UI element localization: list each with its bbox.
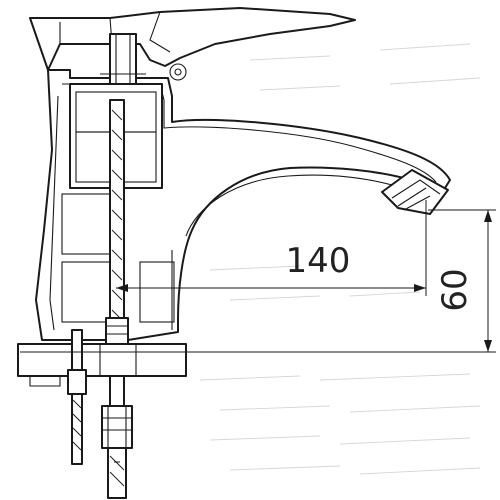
- dimension-140: 140: [116, 200, 427, 296]
- pull-rod: [67, 329, 87, 465]
- drain-rod: [109, 99, 125, 333]
- faucet-handle: [29, 7, 356, 81]
- aerator: [381, 169, 449, 215]
- faucet-body: [35, 69, 451, 341]
- countertop-plate: [17, 343, 187, 387]
- dimension-60: 60: [20, 209, 496, 353]
- background-hatching: [199, 43, 481, 475]
- dimension-60-label: 60: [435, 268, 475, 311]
- supply-hose: [101, 317, 133, 499]
- dimension-140-label: 140: [286, 241, 351, 281]
